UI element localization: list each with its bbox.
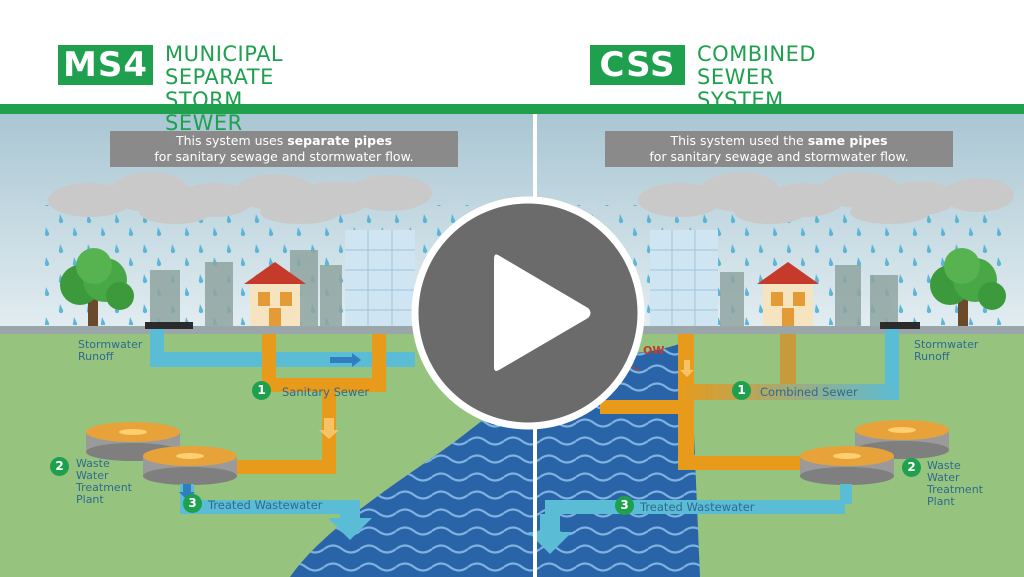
ms4-title-line1: MUNICIPAL SEPARATE — [165, 42, 284, 89]
skyline-left — [150, 250, 342, 328]
skyline-right — [720, 265, 898, 328]
glass-building-left — [345, 230, 415, 328]
step-1-badge-left: 1 — [252, 381, 271, 400]
caption-right-text: This system used the — [670, 133, 808, 148]
house-icon — [244, 262, 306, 326]
css-title-line1: COMBINED SEWER — [697, 42, 817, 89]
caption-right-line2: for sanitary sewage and stormwater flow. — [649, 149, 909, 164]
treatment-plant-label-right: Waste Water Treatment Plant — [927, 460, 983, 508]
stormwater-runoff-label-right: Stormwater Runoff — [914, 339, 978, 363]
cloud-icon — [638, 172, 1014, 224]
cloud-icon — [48, 172, 432, 224]
play-button[interactable] — [410, 195, 646, 431]
caption-left-line2: for sanitary sewage and stormwater flow. — [154, 149, 414, 164]
treatment-tank-icon — [800, 446, 894, 485]
caption-right: This system used the same pipes for sani… — [605, 131, 953, 167]
ms4-badge: MS4 — [58, 45, 153, 85]
caption-right-emphasis: same pipes — [807, 133, 888, 148]
step-2-badge-right: 2 — [902, 458, 921, 477]
plant-label-line2: Water — [76, 469, 109, 482]
sanitary-sewer-label: Sanitary Sewer — [282, 385, 370, 399]
plant-label-line1: Waste — [927, 459, 961, 472]
runoff-label-line2: Runoff — [78, 350, 114, 363]
step-1-badge-right: 1 — [732, 381, 751, 400]
caption-right-line1: This system used the same pipes — [605, 133, 953, 149]
caption-left-emphasis: separate pipes — [287, 133, 393, 148]
combined-sewer-pipe-right — [528, 329, 899, 554]
runoff-label-line1: Stormwater — [78, 338, 143, 351]
step-2-badge-left: 2 — [50, 457, 69, 476]
tree-icon — [60, 248, 134, 327]
runoff-label-line2: Runoff — [914, 350, 950, 363]
treatment-tank-icon — [86, 422, 180, 461]
glass-building-right — [650, 230, 718, 328]
caption-left-line1: This system uses separate pipes — [110, 133, 458, 149]
css-title: COMBINED SEWER SYSTEM — [697, 43, 816, 112]
plant-label-line1: Waste — [76, 457, 110, 470]
combined-sewer-label: Combined Sewer — [760, 385, 858, 399]
play-icon[interactable] — [410, 195, 646, 431]
plant-label-line4: Plant — [927, 495, 955, 508]
treated-wastewater-label-left: Treated Wastewater — [208, 498, 323, 512]
plant-label-line2: Water — [927, 471, 960, 484]
overflow-label-fragment: OW — [643, 344, 665, 357]
css-badge: CSS — [590, 45, 685, 85]
plant-label-line3: Treatment — [927, 483, 983, 496]
header-divider — [0, 104, 1024, 114]
treatment-plant-label-left: Waste Water Treatment Plant — [76, 458, 132, 506]
tree-icon — [930, 248, 1006, 327]
treated-wastewater-label-right: Treated Wastewater — [640, 500, 755, 514]
house-icon — [757, 262, 819, 326]
runoff-label-line1: Stormwater — [914, 338, 979, 351]
stormwater-pipe-left — [150, 329, 415, 540]
plant-label-line3: Treatment — [76, 481, 132, 494]
step-3-badge-left: 3 — [183, 494, 202, 513]
step-3-badge-right: 3 — [615, 496, 634, 515]
treatment-tank-icon — [143, 446, 237, 485]
caption-left-text: This system uses — [175, 133, 288, 148]
plant-label-line4: Plant — [76, 493, 104, 506]
caption-left: This system uses separate pipes for sani… — [110, 131, 458, 167]
stormwater-runoff-label-left: Stormwater Runoff — [78, 339, 142, 363]
